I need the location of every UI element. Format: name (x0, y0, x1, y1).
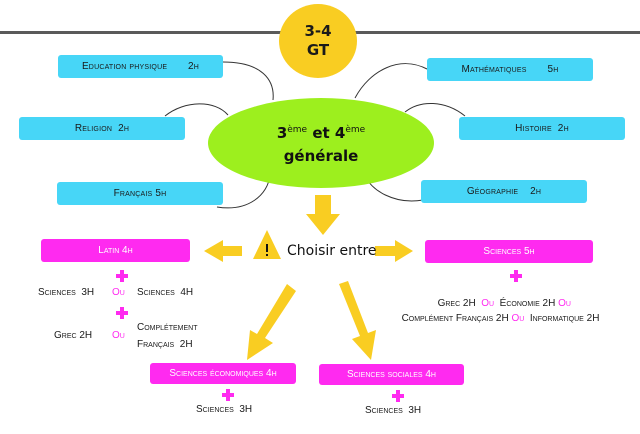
plus-icon (510, 270, 522, 282)
level-badge: 3-4 GT (279, 4, 357, 78)
badge-line2: GT (306, 41, 330, 59)
course-label: Français 5h (113, 188, 167, 199)
eco-extra-course: Sciences 3H (196, 404, 253, 415)
latin-choice-c: Grec 2H (54, 330, 93, 341)
course-geographie: Géographie 2h (421, 180, 587, 203)
central-title-line1: 3ème et 4ème (276, 123, 366, 142)
latin-choice-a: Sciences 3H (38, 287, 95, 298)
connector-education-physique (222, 61, 274, 101)
or-label: Ou (112, 330, 125, 341)
course-label: Religion 2h (74, 123, 130, 134)
course-religion: Religion 2h (19, 117, 185, 140)
latin-choice-b: Sciences 4H (137, 287, 194, 298)
warning-icon (253, 230, 281, 259)
option-title: Latin 4h (98, 245, 133, 256)
plus-icon (222, 389, 234, 401)
option-title: Sciences sociales 4h (347, 369, 436, 380)
sociales-extra-course: Sciences 3H (365, 405, 422, 416)
badge-line1: 3-4 (304, 22, 332, 40)
option-title: Sciences 5h (483, 246, 535, 257)
plus-icon (116, 270, 128, 282)
course-francais: Français 5h (57, 182, 223, 205)
course-label: Education physique 2h (81, 61, 200, 72)
option-title: Sciences économiques 4h (169, 368, 277, 379)
connector-mathematiques (354, 63, 428, 99)
arrow-down-left (247, 284, 296, 360)
connector-histoire (404, 102, 466, 117)
option-latin: Latin 4h (41, 239, 190, 262)
option-sciences-sociales: Sciences sociales 4h (319, 364, 464, 385)
course-histoire: Histoire 2h (459, 117, 625, 140)
course-label: Histoire 2h (515, 123, 569, 134)
sciences-choices-line1: Grec 2H Ou Économie 2H Ou (437, 298, 571, 309)
central-node: 3ème et 4ème générale (208, 98, 434, 188)
option-sciences: Sciences 5h (425, 240, 593, 263)
option-sciences-economiques: Sciences économiques 4h (150, 363, 296, 384)
plus-icon (116, 307, 128, 319)
course-mathematiques: Mathématiques 5h (427, 58, 593, 81)
arrow-down-right (339, 281, 376, 360)
arrow-down (306, 195, 340, 235)
course-education-physique: Education physique 2h (58, 55, 223, 78)
connector-religion (164, 103, 229, 117)
sciences-choices-line2: Complément Français 2H Ou Informatique 2… (401, 313, 600, 324)
choice-label: Choisir entre (287, 243, 377, 259)
course-label: Mathématiques 5h (461, 64, 559, 75)
central-title-line2: générale (283, 146, 359, 165)
arrow-left (204, 240, 242, 262)
course-label: Géographie 2h (466, 186, 542, 197)
arrow-right (375, 240, 413, 262)
or-label: Ou (112, 287, 125, 298)
latin-choice-d-line1: Complétement (137, 322, 198, 333)
latin-choice-d-line2: Français 2H (137, 339, 193, 350)
plus-icon (392, 390, 404, 402)
